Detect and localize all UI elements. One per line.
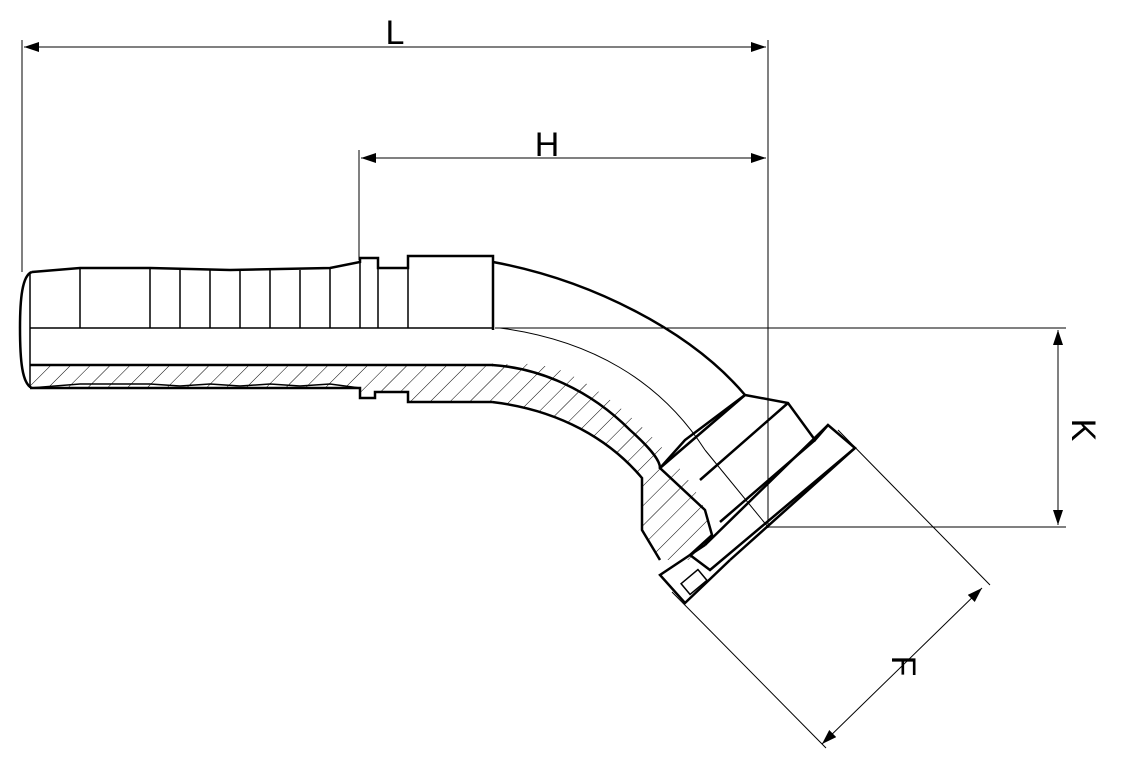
- dimension-label-k: K: [1064, 419, 1102, 442]
- elbow-lower-curve: [491, 363, 662, 469]
- extension-line-f-upper: [837, 429, 991, 586]
- dimension-h: H: [358, 126, 766, 260]
- hose-tail-nose: [18, 270, 33, 390]
- elbow-outer-curve: [492, 260, 746, 396]
- extension-line-f-lower: [671, 591, 827, 749]
- fitting-body: [18, 254, 857, 605]
- dimension-l: L: [21, 14, 769, 528]
- flange-lower-lip: [658, 534, 731, 605]
- elbow-section-curve: [491, 400, 662, 561]
- elbow-center-arc: [499, 327, 706, 451]
- dimension-label-h: H: [535, 126, 560, 164]
- dimension-line-f: [821, 587, 983, 745]
- flange-face: [704, 424, 856, 561]
- serration-ribs: [79, 256, 494, 328]
- dimension-label-l: L: [386, 14, 405, 52]
- serration-lower-contour: [29, 383, 361, 389]
- dimension-label-f: F: [884, 656, 922, 677]
- flange-centerline: [704, 449, 769, 528]
- oring-groove: [680, 568, 708, 596]
- dimension-f: F: [671, 429, 991, 749]
- dimension-k: K: [495, 327, 1102, 528]
- section-hatch: [30, 363, 712, 560]
